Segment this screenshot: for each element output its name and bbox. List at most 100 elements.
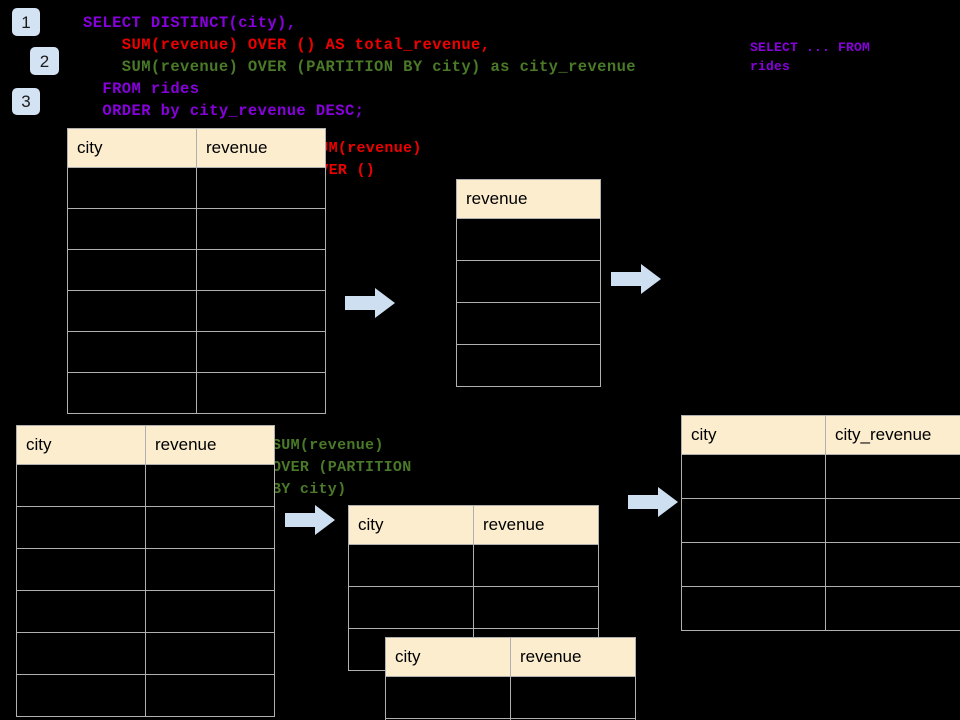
column-header-city-revenue: city_revenue <box>825 415 960 455</box>
sql-line-total-revenue: SUM(revenue) OVER () AS total_revenue, <box>83 36 491 54</box>
cell <box>456 218 601 261</box>
cell <box>67 331 197 373</box>
table-row <box>67 249 326 291</box>
rides-source-table-partition: city revenue <box>16 425 275 717</box>
cell <box>145 632 275 675</box>
table-row <box>16 674 275 717</box>
cell <box>825 542 960 587</box>
table-row <box>67 290 326 332</box>
sql-line-from: FROM rides <box>83 80 200 98</box>
table-header-row: revenue <box>456 179 601 219</box>
cell <box>145 506 275 549</box>
cell <box>681 498 826 543</box>
table-row <box>16 632 275 675</box>
cell <box>385 676 511 719</box>
step-badge-3-label: 3 <box>21 92 31 111</box>
cell <box>456 302 601 345</box>
table-row <box>681 454 960 499</box>
annotation-sum-over-empty: SUM(revenue) OVER () <box>310 140 422 179</box>
column-header-city: city <box>681 415 826 455</box>
table-row <box>385 676 636 719</box>
arrow-partition-to-result <box>628 487 678 517</box>
column-header-revenue: revenue <box>473 505 599 545</box>
table-header-row: city revenue <box>348 505 599 545</box>
cell <box>16 464 146 507</box>
cell <box>196 167 326 209</box>
column-header-city: city <box>348 505 474 545</box>
table-row <box>67 167 326 209</box>
sql-line-order-by: ORDER by city_revenue DESC; <box>83 102 365 120</box>
table-header-row: city revenue <box>385 637 636 677</box>
table-header-row: city city_revenue <box>681 415 960 455</box>
cell <box>473 544 599 587</box>
cell <box>67 290 197 332</box>
step-badge-2-label: 2 <box>39 51 50 71</box>
cell <box>145 590 275 633</box>
city-revenue-result-table: city city_revenue <box>681 415 960 631</box>
table-row <box>16 548 275 591</box>
step-badge-2: 2 <box>30 47 59 75</box>
cell <box>510 718 636 720</box>
step-badge-3: 3 <box>12 88 40 115</box>
column-header-revenue: revenue <box>196 128 326 168</box>
table-header-row: city revenue <box>67 128 326 168</box>
column-header-city: city <box>16 425 146 465</box>
arrow-total-to-result <box>611 264 661 294</box>
cell <box>456 260 601 303</box>
column-header-revenue: revenue <box>510 637 636 677</box>
column-header-revenue: revenue <box>456 179 601 219</box>
cell <box>456 344 601 387</box>
cell <box>67 249 197 291</box>
arrow-source-to-partition <box>285 505 335 535</box>
table-row <box>456 218 601 261</box>
cell <box>825 498 960 543</box>
cell <box>681 586 826 631</box>
cell <box>825 454 960 499</box>
cell <box>145 464 275 507</box>
table-row <box>348 586 599 629</box>
table-row <box>681 586 960 631</box>
table-row <box>67 208 326 250</box>
cell <box>16 506 146 549</box>
table-row <box>67 372 326 414</box>
table-row <box>348 544 599 587</box>
arrow-source-to-total <box>345 288 395 318</box>
cell <box>145 548 275 591</box>
table-row <box>16 506 275 549</box>
table-row <box>16 464 275 507</box>
table-row <box>16 590 275 633</box>
cell <box>196 208 326 250</box>
table-row <box>385 718 636 720</box>
table-row <box>67 331 326 373</box>
column-header-city: city <box>67 128 197 168</box>
cell <box>145 674 275 717</box>
total-revenue-table: revenue <box>456 179 601 387</box>
cell <box>196 290 326 332</box>
sql-line-select: SELECT DISTINCT(city), <box>83 14 297 32</box>
cell <box>681 542 826 587</box>
cell <box>196 372 326 414</box>
sql-line-city-revenue: SUM(revenue) OVER (PARTITION BY city) as… <box>83 58 636 76</box>
table-row <box>681 498 960 543</box>
cell <box>510 676 636 719</box>
cell <box>16 632 146 675</box>
annotation-select-from-rides: SELECT ... FROM rides <box>750 40 871 74</box>
table-row <box>456 344 601 387</box>
column-header-revenue: revenue <box>145 425 275 465</box>
table-row <box>456 260 601 303</box>
cell <box>67 167 197 209</box>
cell <box>348 544 474 587</box>
table-row <box>456 302 601 345</box>
cell <box>67 372 197 414</box>
cell <box>67 208 197 250</box>
step-badge-1: 1 <box>12 8 40 36</box>
cell <box>348 586 474 629</box>
rides-source-table: city revenue <box>67 128 326 414</box>
annotation-sum-over-partition: SUM(revenue) OVER (PARTITION BY city) <box>272 437 412 498</box>
table-header-row: city revenue <box>16 425 275 465</box>
cell <box>681 454 826 499</box>
cell <box>196 249 326 291</box>
cell <box>196 331 326 373</box>
column-header-city: city <box>385 637 511 677</box>
cell <box>825 586 960 631</box>
